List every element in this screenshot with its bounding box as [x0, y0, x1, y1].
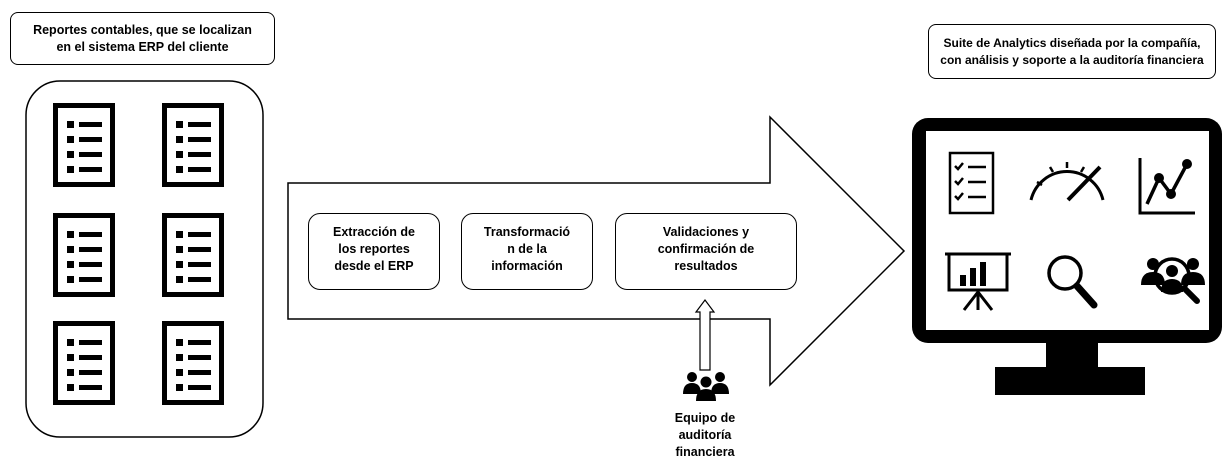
team-label-line-3: financiera — [675, 445, 735, 459]
report-list-icon — [162, 213, 224, 297]
report-list-icon — [53, 321, 115, 405]
suite-label-line-1: Suite de Analytics diseñada por la compa… — [943, 35, 1201, 50]
analytics-suite-label: Suite de Analytics diseñada por la compa… — [928, 24, 1216, 79]
source-label-line-1: Reportes contables, que se localizan — [33, 22, 252, 37]
process-arrow — [287, 115, 906, 387]
team-up-arrow — [694, 299, 716, 371]
report-list-icon — [162, 103, 224, 187]
source-systems-label: Reportes contables, que se localizan en … — [10, 12, 275, 65]
audit-team-label: Equipo de auditoría financiera — [660, 410, 750, 461]
step-extraction-line-2: los reportes — [338, 242, 410, 256]
report-list-icon — [53, 103, 115, 187]
source-label-line-2: en el sistema ERP del cliente — [56, 39, 229, 54]
step-validation-line-2: confirmación de — [657, 242, 755, 256]
step-transformation-line-2: n de la — [507, 242, 547, 256]
speedometer-icon — [1029, 162, 1105, 202]
step-extraction-line-1: Extracción de — [333, 225, 415, 239]
suite-label-line-2: con análisis y soporte a la auditoría fi… — [940, 52, 1204, 67]
step-validation: Validaciones y confirmación de resultado… — [615, 213, 797, 290]
report-list-icon — [162, 321, 224, 405]
presentation-chart-icon — [945, 252, 1011, 311]
report-list-icon — [53, 213, 115, 297]
step-transformation: Transformació n de la información — [461, 213, 593, 290]
team-label-line-2: auditoría — [678, 428, 732, 442]
line-chart-icon — [1138, 158, 1195, 215]
checklist-icon — [948, 151, 995, 215]
step-validation-line-3: resultados — [674, 259, 738, 273]
search-people-icon — [1141, 257, 1205, 304]
step-extraction-line-3: desde el ERP — [334, 259, 414, 273]
magnifier-icon — [1047, 255, 1098, 309]
step-validation-line-1: Validaciones y — [662, 225, 750, 239]
step-transformation-line-1: Transformació — [483, 225, 571, 239]
step-transformation-line-3: información — [491, 259, 563, 273]
team-label-line-1: Equipo de — [674, 411, 736, 425]
team-people-icon — [683, 372, 729, 401]
step-extraction: Extracción de los reportes desde el ERP — [308, 213, 440, 290]
